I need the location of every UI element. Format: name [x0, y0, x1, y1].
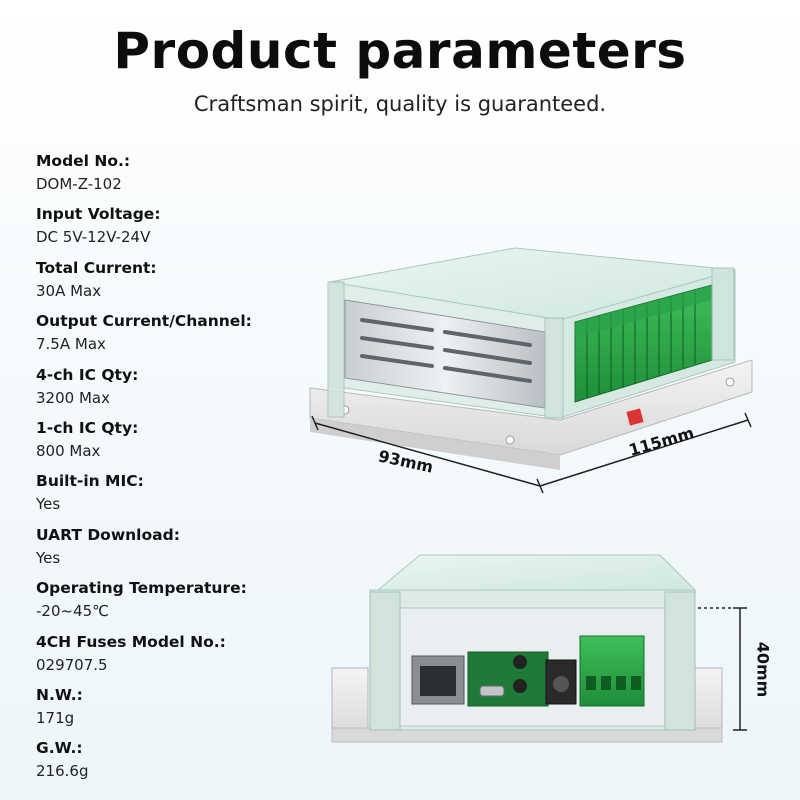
page-title: Product parameters — [113, 22, 687, 80]
param-label: Output Current/Channel: — [36, 312, 252, 331]
param-value: DC 5V-12V-24V — [36, 228, 151, 247]
param-operating-temperature: Operating Temperature: -20~45℃ — [36, 577, 306, 630]
param-value: 171g — [36, 708, 75, 727]
param-value: DOM-Z-102 — [36, 175, 122, 193]
param-value: -20~45℃ — [36, 602, 110, 621]
param-input-voltage: Input Voltage: DC 5V-12V-24V — [36, 203, 306, 256]
param-value: 3200 Max — [36, 388, 110, 407]
param-net-weight: N.W.: 171g — [36, 684, 306, 737]
param-4ch-ic-qty: 4-ch IC Qty: 3200 Max — [36, 364, 306, 417]
param-value: 800 Max — [36, 441, 101, 460]
param-label: Operating Temperature: — [36, 579, 247, 598]
param-label: UART Download: — [36, 525, 180, 544]
param-value: 216.6g — [36, 762, 89, 781]
dimension-height-label: 40mm — [753, 641, 773, 698]
param-label: N.W.: — [36, 685, 83, 704]
param-gross-weight: G.W.: 216.6g — [36, 737, 306, 790]
param-1ch-ic-qty: 1-ch IC Qty: 800 Max — [36, 417, 306, 470]
param-label: Built-in MIC: — [36, 472, 144, 491]
param-uart-download: UART Download: Yes — [36, 524, 306, 577]
dimension-height-line — [698, 607, 747, 731]
param-value: Yes — [36, 495, 61, 514]
param-value: Yes — [36, 548, 61, 567]
page-subtitle: Craftsman spirit, quality is guaranteed. — [193, 92, 607, 116]
param-label: Total Current: — [36, 258, 157, 277]
device-top-view — [309, 247, 753, 470]
param-value: 7.5A Max — [36, 335, 106, 354]
param-fuses-model-no: 4CH Fuses Model No.: 029707.5 — [36, 631, 306, 684]
device-front-view — [331, 554, 723, 743]
param-label: Model No.: — [36, 152, 131, 170]
param-label: 4-ch IC Qty: — [36, 365, 139, 384]
param-label: G.W.: — [36, 739, 83, 758]
dimension-depth-line — [539, 412, 752, 487]
parameter-list: Model No.: DOM-Z-102 Input Voltage: DC 5… — [36, 150, 306, 791]
param-value: 029707.5 — [36, 655, 108, 674]
param-label: Input Voltage: — [36, 205, 161, 224]
param-output-current: Output Current/Channel: 7.5A Max — [36, 310, 306, 363]
param-total-current: Total Current: 30A Max — [36, 257, 306, 310]
param-value: 30A Max — [36, 281, 102, 300]
param-model-no: Model No.: DOM-Z-102 — [36, 150, 306, 203]
param-label: 1-ch IC Qty: — [36, 418, 139, 437]
param-label: 4CH Fuses Model No.: — [36, 632, 226, 651]
param-built-in-mic: Built-in MIC: Yes — [36, 470, 306, 523]
